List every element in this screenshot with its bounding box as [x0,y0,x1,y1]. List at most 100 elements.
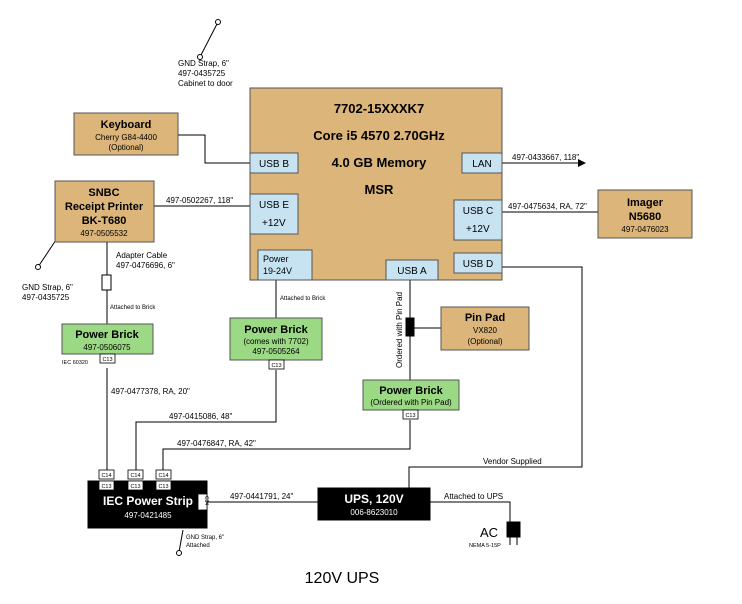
lan-cable-label: 497-0433667, 118" [512,153,579,162]
printer-box [54,180,155,243]
brick2-c13-connector [268,359,285,370]
brick1-box [61,323,154,355]
strip-c14-label-2: C14 [130,473,140,479]
brick1-title: Power Brick [75,329,139,341]
keyboard-box [73,112,179,156]
strip-side-connector [197,493,208,511]
gnd-left-label-1: GND Strap, 6" [22,283,73,292]
pin-pad: Pin Pad VX820 (Optional) [440,306,530,351]
printer-brand: SNBC [88,187,119,199]
gnd-left-strap-wire [37,239,57,268]
computer-cpu: Core i5 4570 2.70GHz [313,128,445,143]
lan-port [461,152,503,174]
usb-b-port [249,152,299,174]
computer-memory: 4.0 GB Memory [332,155,427,170]
pinpad-ferrite [405,317,415,337]
strip-c13-outlet-2 [127,480,144,491]
brick2-c13-label: C13 [271,363,281,369]
usb-e-power-label: +12V [262,218,286,229]
gnd-strip-terminal [176,550,182,556]
pinpad-box [440,306,530,351]
pinpad-note: (Optional) [467,337,502,346]
usb-a-port [385,259,439,281]
brick3-cable-label: 497-0476847, RA, 42" [177,439,256,448]
imager-model: N5680 [629,211,661,223]
gnd-top-terminal-1 [197,54,203,60]
computer-box [249,87,503,281]
printer-model: BK-T680 [82,215,127,227]
brick1-c13-connector [99,353,116,364]
gnd-top-terminal-2 [215,19,221,25]
main-computer: 7702-15XXXK7 Core i5 4570 2.70GHz 4.0 GB… [249,87,503,281]
brick2-title: Power Brick [244,324,308,336]
strip-c14-label-3: C14 [158,473,168,479]
brick3-box [362,379,460,411]
brick3-to-strip-wire [162,420,411,470]
usb-c-label: USB C [463,206,494,217]
brick2-note: (comes with 7702) [243,337,309,346]
keyboard-model: Cherry G84-4400 [95,133,157,142]
ordered-with-pinpad-label: Ordered with Pin Pad [395,292,404,368]
brick3-c13-label: C13 [405,413,415,419]
attached-to-brick-label-2: Attached to Brick [280,296,326,302]
strip-c13-outlet-3 [155,480,172,491]
power-brick-2: Power Brick (comes with 7702) 497-050526… [229,317,323,370]
computer-model: 7702-15XXXK7 [334,101,424,116]
strip-c14-label-1: C14 [101,473,111,479]
gnd-strip-strap-wire [178,529,184,553]
power-port-label: Power [263,254,289,264]
ups-title: UPS, 120V [344,492,403,506]
power-voltage-label: 19-24V [263,266,292,276]
strip-c14-connector-2 [127,469,144,480]
imager-box [597,189,693,239]
printer-part: 497-0505532 [80,229,128,238]
strip-c13-label-3: C13 [158,484,168,490]
imager: Imager N5680 497-0476023 [597,189,693,239]
gnd-left-terminal [35,264,41,270]
strip-c13-outlet-1 [98,480,115,491]
strip-part: 497-0421485 [124,511,172,520]
strip-c14-connector-1 [98,469,115,480]
power-port [257,249,313,281]
brick2-box [229,317,323,361]
brick3-title: Power Brick [379,385,443,397]
brick1-part: 497-0506075 [83,343,131,352]
imager-part: 497-0476023 [621,225,669,234]
keyboard: Keyboard Cherry G84-4400 (Optional) [73,112,179,156]
usb-d-to-ups-wire [408,266,583,488]
brick3-c13-connector [402,409,419,420]
imager-cable-label: 497-0475634, RA, 72" [508,202,587,211]
ups: UPS, 120V 006-8623010 [317,487,431,521]
vendor-supplied-label: Vendor Supplied [483,457,542,466]
keyboard-note: (Optional) [108,143,143,152]
usb-b-label: USB B [259,159,289,170]
iec-60320-label: IEC 60320 [62,360,88,366]
gnd-strip-label-1: GND Strap, 6" [186,535,224,541]
gnd-left-label-2: 497-0435725 [22,293,70,302]
strip-title: IEC Power Strip [103,494,193,508]
strip-c13-label-2: C13 [130,484,140,490]
strip-c13-label-1: C13 [101,484,111,490]
brick3-note: (Ordered with Pin Pad) [370,398,452,407]
usb-c-port [453,199,503,241]
cable-labels: GND Strap, 6" 497-0435725 Cabinet to doo… [22,59,587,549]
lan-label: LAN [472,159,491,170]
attached-to-ups-label: Attached to UPS [444,492,503,501]
usb-e-port [249,193,299,235]
ups-part: 006-8623010 [350,508,398,517]
strip-c14-connector-3 [155,469,172,480]
usb-e-label: USB E [259,200,289,211]
printer-type: Receipt Printer [65,201,144,213]
gnd-strip-label-2: Attached [186,543,210,549]
ac-plug-body [506,521,521,538]
gnd-top-label-2: 497-0435725 [178,69,226,78]
adapter-ferrite [101,274,112,291]
gnd-top-strap-wire [199,21,219,58]
gnd-top-label-1: GND Strap, 6" [178,59,229,68]
strip-side-connector-label: C14 [203,496,209,505]
usb-d-label: USB D [463,259,494,270]
ups-box [317,487,431,521]
usb-d-port [453,252,503,274]
power-brick-3: Power Brick (Ordered with Pin Pad) C13 [362,379,460,420]
